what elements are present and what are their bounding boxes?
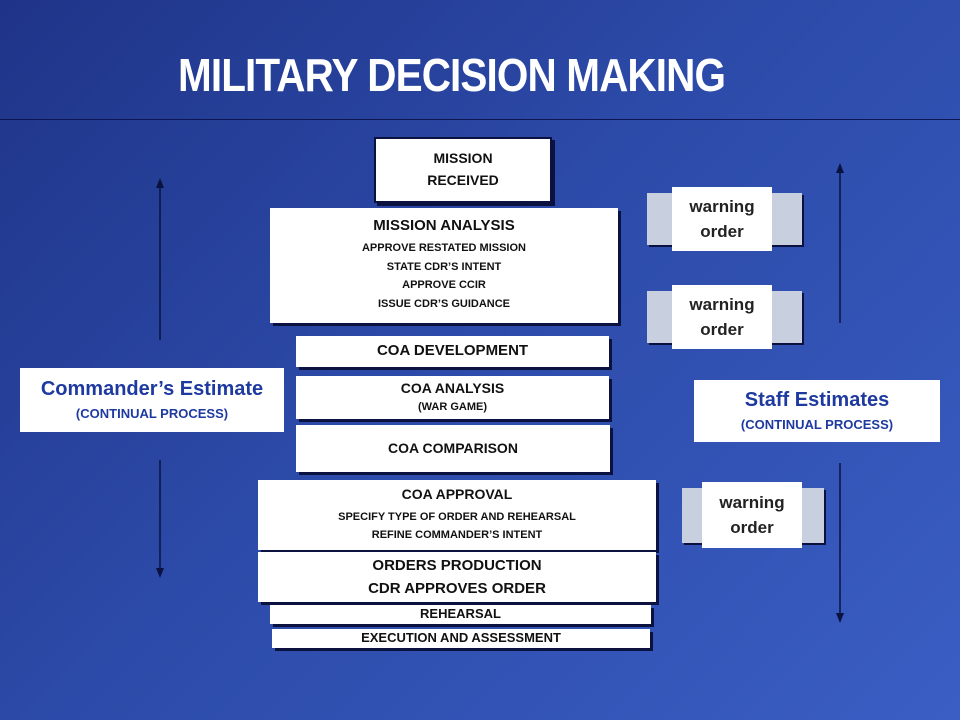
rehearsal-box: REHEARSAL — [270, 605, 651, 624]
coa-approval-heading: COA APPROVAL — [401, 485, 513, 502]
staff-estimates-box: Staff Estimates (CONTINUAL PROCESS) — [694, 380, 940, 442]
rehearsal-label: REHEARSAL — [420, 606, 501, 622]
title-divider — [0, 119, 960, 120]
orders-production-line1: ORDERS PRODUCTION — [372, 556, 542, 574]
mission-received-line2: RECEIVED — [427, 172, 499, 188]
right-up-arrow — [836, 163, 844, 323]
coa-approval-box: COA APPROVAL SPECIFY TYPE OF ORDER AND R… — [258, 480, 656, 550]
mission-analysis-item: APPROVE CCIR — [402, 279, 486, 292]
coa-analysis-box: COA ANALYSIS (WAR GAME) — [296, 376, 609, 419]
coa-analysis-sub: (WAR GAME) — [417, 401, 488, 414]
warning-order-2: warning order — [672, 285, 772, 349]
warning-order-line2: order — [730, 518, 774, 537]
commanders-estimate-sub: (CONTINUAL PROCESS) — [75, 406, 229, 422]
warning-order-line2: order — [700, 320, 744, 339]
execution-box: EXECUTION AND ASSESSMENT — [272, 629, 650, 648]
coa-approval-item: REFINE COMMANDER’S INTENT — [371, 528, 543, 541]
warning-order-line1: warning — [689, 294, 755, 314]
orders-production-box: ORDERS PRODUCTION CDR APPROVES ORDER — [258, 552, 656, 602]
orders-production-line2: CDR APPROVES ORDER — [368, 580, 546, 597]
right-down-arrow — [836, 463, 844, 623]
mission-analysis-item: APPROVE RESTATED MISSION — [361, 242, 526, 254]
commanders-estimate-box: Commander’s Estimate (CONTINUAL PROCESS) — [20, 368, 284, 432]
warning-order-line1: warning — [719, 492, 785, 512]
mission-received-box: MISSION RECEIVED — [374, 137, 552, 203]
warning-order-3: warning order — [702, 482, 802, 548]
warning-order-line2: order — [700, 222, 744, 241]
coa-comparison-label: COA COMPARISON — [388, 439, 518, 456]
warning-order-1: warning order — [672, 187, 772, 251]
coa-development-box: COA DEVELOPMENT — [296, 336, 609, 367]
coa-approval-item: SPECIFY TYPE OF ORDER AND REHEARSAL — [338, 511, 576, 524]
staff-estimates-title: Staff Estimates — [744, 389, 890, 412]
warning-order-line1: warning — [689, 196, 755, 216]
left-down-arrow — [156, 460, 164, 578]
mission-received-line1: MISSION — [433, 150, 493, 167]
slide-title: MILITARY DECISION MAKING — [178, 49, 726, 101]
staff-estimates-sub: (CONTINUAL PROCESS) — [740, 417, 894, 433]
mission-analysis-item: STATE CDR’S INTENT — [386, 260, 502, 273]
mission-analysis-heading: MISSION ANALYSIS — [373, 217, 515, 235]
commanders-estimate-title: Commander’s Estimate — [40, 378, 264, 401]
coa-analysis-heading: COA ANALYSIS — [400, 379, 505, 396]
left-up-arrow — [156, 178, 164, 340]
mission-analysis-box: MISSION ANALYSIS APPROVE RESTATED MISSIO… — [270, 208, 618, 323]
coa-comparison-box: COA COMPARISON — [296, 425, 610, 472]
mission-analysis-item: ISSUE CDR’S GUIDANCE — [377, 298, 511, 311]
execution-label: EXECUTION AND ASSESSMENT — [361, 630, 561, 646]
coa-development-label: COA DEVELOPMENT — [376, 342, 529, 360]
